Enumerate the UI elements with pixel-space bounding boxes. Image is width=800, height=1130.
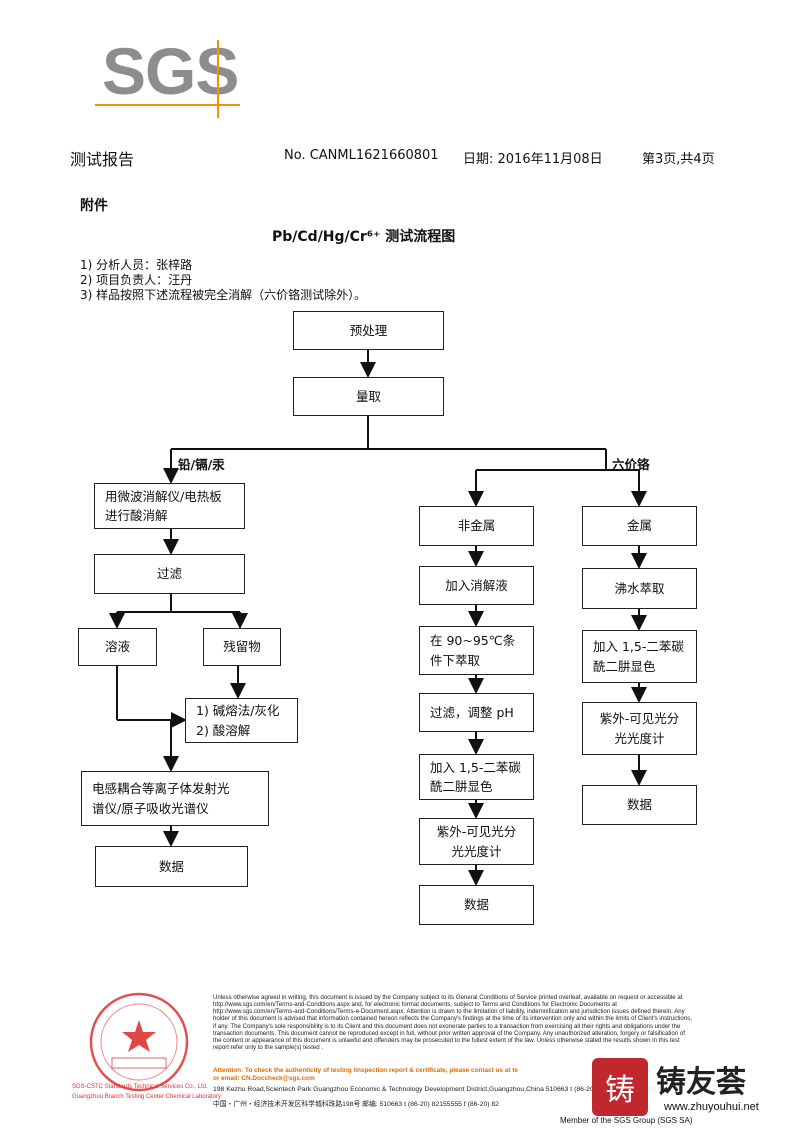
step-add-diphenylcarbazide-right: 加入 1,5-二苯碳 酰二肼显色 — [582, 630, 697, 683]
annex-heading: 附件 — [80, 198, 108, 214]
report-title: 测试报告 — [70, 150, 135, 169]
address-en: 198 Kezhu Road,Scientech Park Guangzhou … — [213, 1086, 666, 1093]
step-uv-vis-right: 紫外-可见光分 光光度计 — [582, 702, 697, 755]
authenticity-notice: Attention: To check the authenticity of … — [213, 1067, 518, 1074]
step-measure: 量取 — [293, 377, 444, 416]
step-pretreatment: 预处理 — [293, 311, 444, 350]
sgs-logo: SGS — [102, 34, 239, 108]
step-nonmetal: 非金属 — [419, 506, 534, 546]
step-data-middle: 数据 — [419, 885, 534, 925]
inspection-seal — [89, 992, 189, 1092]
watermark-url[interactable]: www.zhuyouhui.net — [660, 1101, 763, 1113]
step-uv-vis-left: 紫外-可见光分 光光度计 — [419, 818, 534, 865]
step-boiling-water-extraction: 沸水萃取 — [582, 568, 697, 609]
note-digestion: 3) 样品按照下述流程被完全消解（六价铬测试除外）。 — [80, 288, 367, 302]
company-branch-en: Guangzhou Branch Testing Center Chemical… — [72, 1094, 221, 1100]
authenticity-email: or email: CN.Doccheck@sgs.com — [213, 1075, 315, 1082]
company-name-en: SGS-CSTC Standards Technical Services Co… — [72, 1084, 208, 1090]
report-number: No. CANML1621660801 — [284, 148, 439, 163]
branch-label-hexavalent-chromium: 六价铬 — [612, 457, 650, 472]
step-extract-90-95c: 在 90~95℃条 件下萃取 — [419, 626, 534, 675]
report-date: 日期: 2016年11月08日 — [463, 152, 603, 167]
step-filter-adjust-ph: 过滤，调整 pH — [419, 693, 534, 732]
svg-text:铸: 铸 — [605, 1073, 635, 1108]
page-number: 第3页,共4页 — [642, 152, 715, 167]
address-cn: 中国・广州・经济技术开发区科学城科珠路198号 邮编: 510663 t (86… — [213, 1101, 499, 1108]
sgs-member-line: Member of the SGS Group (SGS SA) — [560, 1116, 693, 1125]
step-acid-digestion: 用微波消解仪/电热板 进行酸消解 — [94, 483, 245, 529]
step-residue: 残留物 — [203, 628, 281, 666]
step-data-right: 数据 — [582, 785, 697, 825]
step-metal: 金属 — [582, 506, 697, 546]
step-add-digestion-solution: 加入消解液 — [419, 566, 534, 605]
svg-text:铸友荟: 铸友荟 — [656, 1065, 746, 1100]
step-data-left: 数据 — [95, 846, 248, 887]
step-add-diphenylcarbazide-left: 加入 1,5-二苯碳 酰二肼显色 — [419, 754, 534, 800]
note-analyst: 1) 分析人员：张梓路 — [80, 258, 193, 272]
step-residue-treatment: 1) 碱熔法/灰化 2) 酸溶解 — [185, 698, 298, 743]
logo-orange-rule-vertical — [217, 40, 219, 118]
flowchart-title: Pb/Cd/Hg/Cr⁶⁺ 测试流程图 — [272, 229, 456, 245]
logo-orange-rule — [95, 104, 240, 106]
step-icp-aas: 电感耦合等离子体发射光 谱仪/原子吸收光谱仪 — [81, 771, 269, 826]
zhuyouhui-watermark-logo: 铸 铸友荟 — [592, 1058, 796, 1116]
step-solution: 溶液 — [78, 628, 157, 666]
step-filter: 过滤 — [94, 554, 245, 594]
terms-disclaimer: Unless otherwise agreed in writing, this… — [213, 994, 692, 1051]
note-project-lead: 2) 项目负责人：汪丹 — [80, 273, 193, 287]
branch-label-lead-cadmium-mercury: 铅/镉/汞 — [178, 457, 225, 472]
